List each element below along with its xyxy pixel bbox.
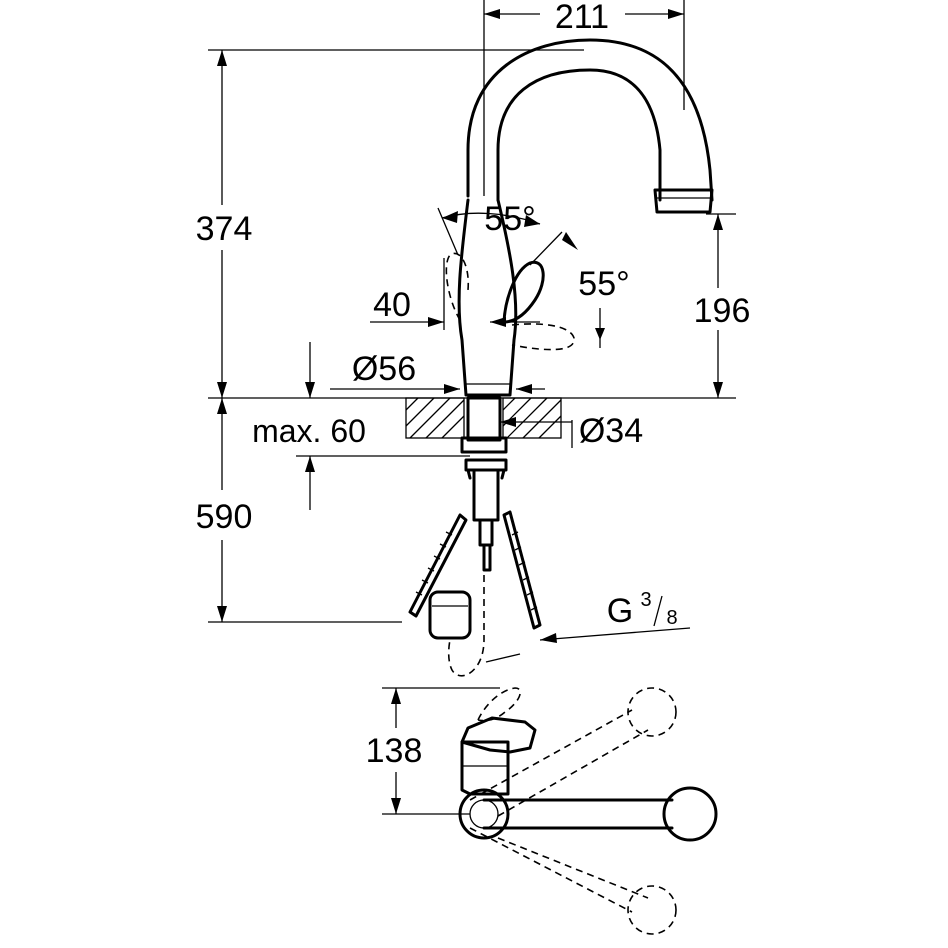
dim-hose-length: 590 <box>196 498 253 536</box>
side-body <box>460 740 510 796</box>
thread-numerator: 3 <box>640 589 651 611</box>
thread-arrow <box>540 633 557 643</box>
angle-line-left <box>437 207 459 256</box>
dim-lever-height: 138 <box>366 732 423 770</box>
mounting-nut <box>460 436 508 454</box>
countertop-section-right <box>502 397 562 439</box>
dim-138-arrow-bottom <box>391 798 401 814</box>
dim-590-arrow-bottom <box>217 606 227 622</box>
below-counter-fittings <box>464 458 508 572</box>
hose-weight <box>428 590 472 640</box>
dim-211-arrow-left <box>484 9 500 19</box>
side-lever-alt <box>477 687 521 722</box>
angle-arrow-c <box>562 232 578 250</box>
dim-196-arrow-top <box>713 214 723 230</box>
dim-60-arrow <box>305 456 315 472</box>
dim-spout-height: 196 <box>694 292 751 330</box>
lever-alt-left <box>445 252 470 321</box>
spout-outline <box>466 38 714 202</box>
thread-fraction-bar <box>653 595 663 627</box>
dim-56-arrow-right <box>516 384 532 394</box>
dim-handle-angle-b: 55° <box>578 265 629 303</box>
side-lever <box>460 716 537 754</box>
swing-upper-arm <box>469 709 649 817</box>
swivel-base <box>458 788 510 840</box>
swing-lower-arm <box>469 827 649 913</box>
swing-lower-end <box>627 885 677 935</box>
dim-max-counter-thickness: max. 60 <box>252 413 366 449</box>
lever-alt-right <box>511 323 575 351</box>
dim-spout-reach: 211 <box>555 0 609 36</box>
swivel-base-inner <box>469 799 499 829</box>
dim-base-diameter: Ø56 <box>352 350 416 388</box>
dim-56-vert-arrow <box>305 382 315 398</box>
angle-line-right <box>529 231 563 266</box>
dim-138-arrow-top <box>391 688 401 704</box>
hose-right-braid <box>511 531 538 611</box>
spout-end <box>662 786 718 842</box>
hose-right <box>502 510 542 630</box>
pullout-hose-path <box>447 575 485 677</box>
angle-arrow-d <box>595 328 605 340</box>
hose-left-braid <box>415 531 453 596</box>
dim-196-arrow-bottom <box>713 382 723 398</box>
spout-arm <box>482 798 674 830</box>
pullout-hose-line <box>485 653 521 663</box>
hose-left <box>408 513 468 618</box>
thread-g: G <box>607 592 633 630</box>
dim-handle-angle-a: 55° <box>484 200 535 238</box>
countertop-section-left <box>405 397 465 439</box>
faucet-body <box>457 198 518 397</box>
dim-56-arrow-left <box>444 384 460 394</box>
dim-211-arrow-right <box>668 9 684 19</box>
dim-hole-diameter: Ø34 <box>579 412 643 450</box>
spout-inner-outline <box>496 68 662 202</box>
lever <box>502 260 545 324</box>
dim-40-arrow-left <box>428 317 444 327</box>
dim-total-height: 374 <box>196 210 253 248</box>
dim-374-arrow-top <box>217 50 227 66</box>
dim-34-arrow <box>500 417 516 427</box>
dim-590-arrow-top <box>217 398 227 414</box>
thread-denominator: 8 <box>666 607 677 629</box>
angle-arrow-a <box>442 211 458 223</box>
spray-head <box>653 188 714 214</box>
dim-lever-offset: 40 <box>373 286 411 324</box>
swing-upper-end <box>627 687 677 737</box>
dim-40-arrow-right <box>490 317 506 327</box>
mounting-shank <box>466 396 502 442</box>
thread-leader <box>539 627 691 641</box>
angle-arrow-b <box>524 215 540 227</box>
dim-374-arrow-bottom <box>217 382 227 398</box>
